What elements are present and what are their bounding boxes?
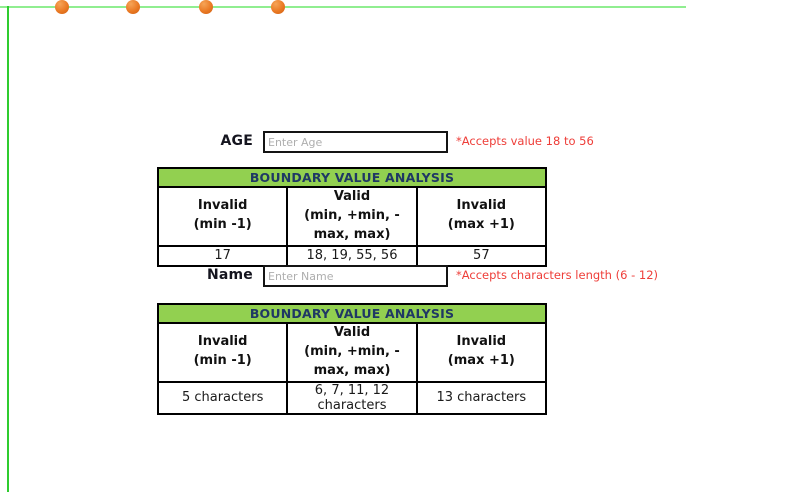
age-input[interactable]: [263, 131, 448, 153]
header-line2: (min, +min, -max, max): [304, 207, 400, 242]
header-line1: Valid: [333, 189, 371, 204]
invalid-max-value: 57: [415, 244, 548, 267]
header-line2: (max +1): [447, 217, 515, 233]
table-title: BOUNDARY VALUE ANALYSIS: [157, 303, 547, 324]
anchor-dot-icon: [55, 0, 69, 14]
table-banner-row: BOUNDARY VALUE ANALYSIS: [157, 167, 547, 188]
left-border-line: [7, 6, 9, 492]
age-bva-table: BOUNDARY VALUE ANALYSIS Invalid (min -1)…: [156, 167, 548, 267]
invalid-max-value: 13 characters: [415, 380, 548, 415]
table-data-row: 17 18, 19, 55, 56 57: [156, 244, 548, 267]
header-line1: Invalid: [456, 334, 507, 350]
valid-values: 6, 7, 11, 12 characters: [286, 380, 418, 415]
anchor-dot-icon: [199, 0, 213, 14]
top-border-line: [0, 6, 686, 8]
anchor-dot-icon: [126, 0, 140, 14]
invalid-min-value: 5 characters: [156, 380, 289, 415]
column-header-invalid-max: Invalid (max +1): [415, 186, 548, 247]
column-header-invalid-min: Invalid (min -1): [156, 322, 289, 383]
valid-values: 18, 19, 55, 56: [286, 244, 418, 267]
age-validation-note: *Accepts value 18 to 56: [456, 134, 594, 148]
table-title: BOUNDARY VALUE ANALYSIS: [157, 167, 547, 188]
name-input[interactable]: [263, 265, 448, 287]
header-line2: (min, +min, -max, max): [304, 343, 400, 378]
table-header-row: Invalid (min -1) Valid (min, +min, -max,…: [156, 322, 548, 383]
anchor-dot-icon: [271, 0, 285, 14]
age-label: AGE: [220, 133, 253, 149]
invalid-min-value: 17: [156, 244, 289, 267]
name-label: Name: [206, 267, 253, 283]
column-header-invalid-max: Invalid (max +1): [415, 322, 548, 383]
header-line2: (min -1): [193, 353, 252, 369]
table-banner-row: BOUNDARY VALUE ANALYSIS: [157, 303, 547, 324]
column-header-invalid-min: Invalid (min -1): [156, 186, 289, 247]
header-line2: (max +1): [447, 353, 515, 369]
table-data-row: 5 characters 6, 7, 11, 12 characters 13 …: [156, 380, 548, 415]
header-line1: Invalid: [456, 198, 507, 214]
header-line1: Invalid: [197, 334, 248, 350]
name-bva-table: BOUNDARY VALUE ANALYSIS Invalid (min -1)…: [156, 303, 548, 415]
header-line2: (min -1): [193, 217, 252, 233]
table-header-row: Invalid (min -1) Valid (min, +min, -max,…: [156, 186, 548, 247]
header-line1: Invalid: [197, 198, 248, 214]
column-header-valid: Valid (min, +min, -max, max): [286, 322, 418, 383]
column-header-valid: Valid (min, +min, -max, max): [286, 186, 418, 247]
name-validation-note: *Accepts characters length (6 - 12): [456, 268, 659, 282]
header-line1: Valid: [333, 325, 371, 340]
